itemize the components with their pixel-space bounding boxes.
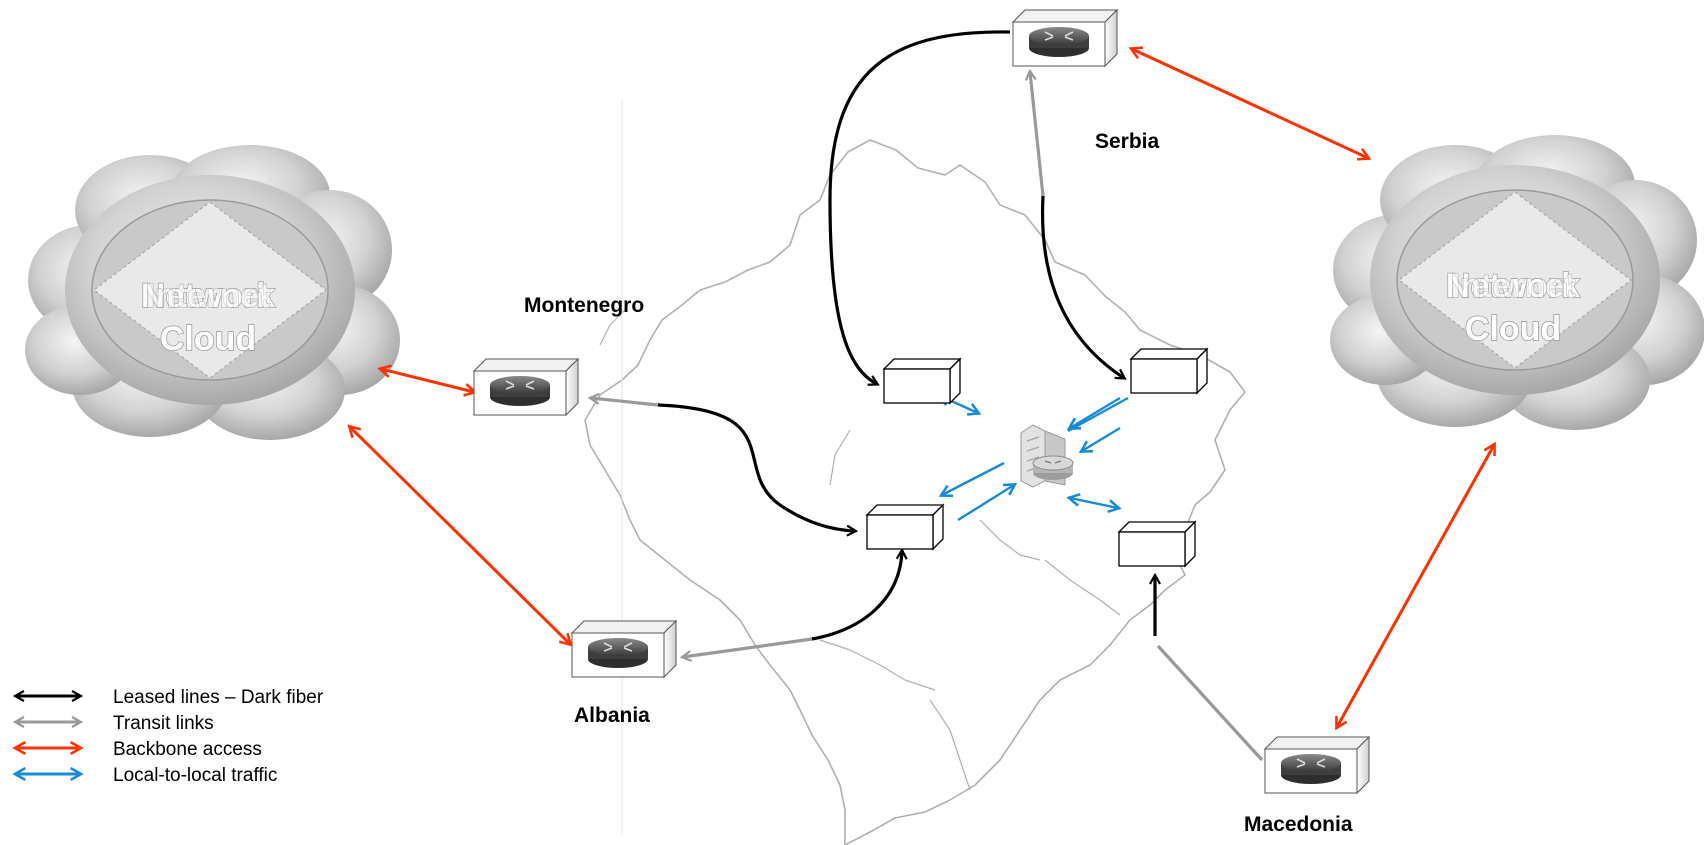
router-macedonia[interactable]	[1264, 736, 1370, 794]
internet-cloud-right: Network Internet Cloud	[1329, 134, 1704, 431]
local-node-southeast[interactable]	[1118, 521, 1196, 567]
legend-item-transit: Transit links	[16, 713, 214, 734]
leased-line-montenegro	[657, 403, 855, 531]
legend-label-backbone: Backbone access	[113, 739, 262, 760]
transit-link-macedonia	[1156, 644, 1264, 762]
local-link-3a	[942, 461, 1005, 495]
central-exchange-icon[interactable]	[1020, 424, 1074, 488]
local-link-3b	[957, 485, 1014, 522]
legend-item-leased: Leased lines – Dark fiber	[16, 687, 324, 708]
legend: Leased lines – Dark fiber Transit links …	[16, 687, 324, 786]
leased-line-albania	[811, 551, 902, 641]
leased-line-serbia-east	[1040, 195, 1124, 378]
transit-link-montenegro	[591, 398, 659, 407]
backbone-links	[350, 49, 1494, 727]
country-label-serbia: Serbia	[1095, 130, 1160, 153]
router-albania[interactable]	[571, 620, 677, 678]
backbone-link-albania-cloud	[350, 427, 570, 644]
kosovo-map-outline	[584, 139, 1246, 845]
cloud-right-line2-label: Cloud	[1465, 310, 1561, 348]
local-node-northwest[interactable]	[883, 358, 961, 404]
country-label-montenegro: Montenegro	[524, 294, 644, 317]
legend-label-local: Local-to-local traffic	[113, 765, 277, 786]
backbone-link-montenegro-cloud	[381, 369, 474, 392]
leased-line-serbia-west	[828, 30, 1011, 384]
local-link-2c	[1070, 396, 1121, 428]
router-montenegro[interactable]	[473, 358, 579, 416]
country-label-albania: Albania	[574, 704, 650, 727]
transit-link-albania	[683, 637, 813, 657]
local-link-4a	[1070, 498, 1118, 508]
router-serbia[interactable]	[1012, 9, 1118, 67]
backbone-link-macedonia-cloud	[1337, 445, 1494, 727]
cloud-right-line1-label: Internet	[1451, 267, 1576, 305]
local-link-2b	[1082, 426, 1121, 451]
local-node-west[interactable]	[866, 504, 944, 550]
cloud-left-line1-label: Internet	[146, 277, 271, 315]
leased-lines	[657, 30, 1155, 641]
cloud-left-overlay-label: Network	[141, 277, 275, 315]
local-link-2a	[1067, 396, 1129, 433]
country-label-macedonia: Macedonia	[1244, 813, 1353, 836]
legend-item-local: Local-to-local traffic	[16, 765, 277, 786]
transit-links	[591, 72, 1264, 762]
legend-item-backbone: Backbone access	[16, 739, 262, 760]
legend-label-transit: Transit links	[113, 713, 214, 734]
cloud-right-overlay-label: Network	[1446, 267, 1580, 305]
legend-label-leased: Leased lines – Dark fiber	[113, 687, 324, 708]
transit-link-serbia	[1030, 72, 1045, 197]
internet-cloud-left: Network Internet Cloud	[24, 144, 401, 441]
local-node-northeast[interactable]	[1130, 348, 1208, 394]
backbone-link-serbia-cloud	[1132, 49, 1368, 158]
cloud-left-line2-label: Cloud	[160, 320, 256, 358]
